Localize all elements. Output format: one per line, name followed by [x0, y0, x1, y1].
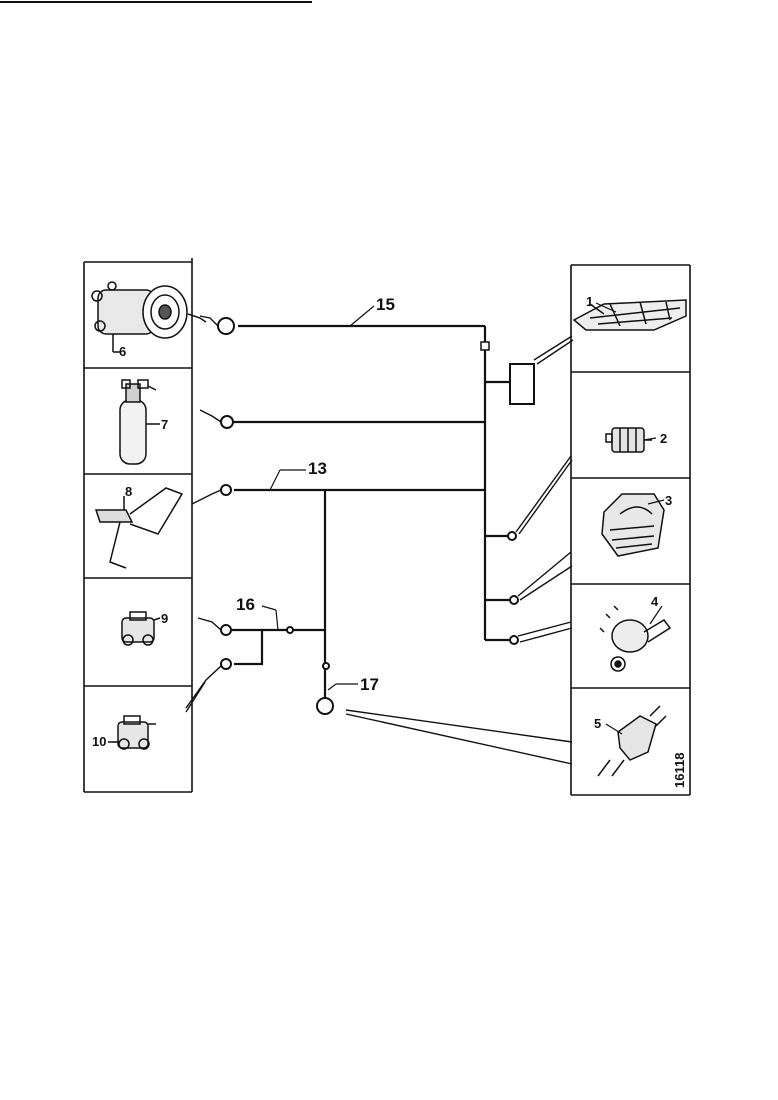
pressure-switch-drawing: [94, 487, 184, 569]
left-plug-tails: [185, 315, 222, 713]
right-plug-leads: [345, 335, 574, 765]
callout-4: 4: [651, 594, 659, 609]
relay-block-drawing: [108, 715, 156, 750]
callout-8: 8: [125, 484, 132, 499]
right-component-panel: [570, 264, 691, 796]
callout-10: 10: [92, 734, 106, 749]
callout-7: 7: [161, 417, 168, 432]
temperature-sensor-drawing: [599, 605, 672, 672]
leader-lines: [112, 302, 665, 743]
callout-5: 5: [594, 716, 601, 731]
reference-code: 16118: [672, 753, 687, 788]
callout-9: 9: [161, 611, 168, 626]
receiver-drier-drawing: [119, 379, 160, 465]
fan-relay-drawing: [121, 611, 161, 646]
left-component-panel: [83, 258, 193, 793]
junction-box: [509, 363, 535, 405]
blower-module-drawing: [601, 493, 665, 557]
compressor-drawing: [91, 281, 207, 353]
callout-1: 1: [586, 294, 593, 309]
circle-connectors: [217, 317, 519, 715]
right-branches: [485, 380, 512, 642]
callout-2: 2: [660, 431, 667, 446]
control-panel-drawing: [572, 299, 687, 331]
wire-15: [238, 324, 487, 640]
callout-15: 15: [376, 295, 395, 314]
wire-13: [234, 488, 485, 665]
callout-17: 17: [360, 675, 379, 694]
callout-16: 16: [236, 595, 255, 614]
inline-connector: [480, 341, 490, 351]
callout-13: 13: [308, 459, 327, 478]
switch-drawing: [597, 705, 667, 777]
callout-6: 6: [119, 344, 126, 359]
wire-16: [232, 628, 325, 666]
callout-3: 3: [665, 493, 672, 508]
